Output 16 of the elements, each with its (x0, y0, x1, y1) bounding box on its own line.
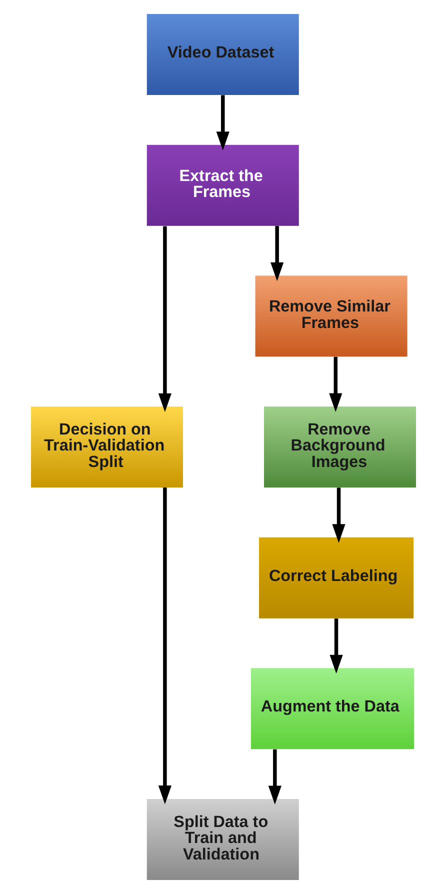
node-box: Video Dataset (146, 14, 299, 95)
node-box: Extract the Frames (146, 144, 299, 226)
arrow (268, 749, 282, 805)
node-box: Augment the Data (250, 668, 414, 750)
arrow (332, 488, 346, 543)
node-box: Remove Similar Frames (255, 276, 408, 357)
node-box: Remove Background Images (264, 406, 416, 488)
arrow (216, 95, 230, 150)
arrow (330, 618, 343, 674)
node-box: Correct Labeling (259, 537, 414, 618)
arrow (329, 356, 342, 412)
node-box: Decision on Train-Validation Split (30, 406, 183, 488)
arrow (270, 226, 284, 282)
arrow (158, 226, 172, 412)
arrow (158, 488, 172, 804)
node-box: Split Data to Train and Validation (146, 799, 299, 880)
